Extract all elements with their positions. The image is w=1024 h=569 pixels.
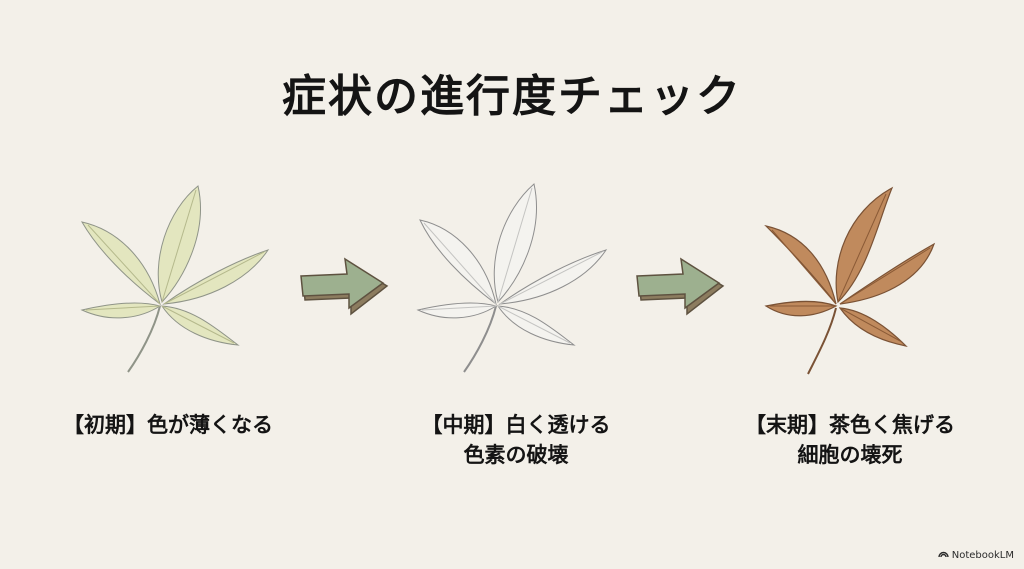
stage-late-sublabel: 細胞の壊死 (797, 443, 903, 467)
stage-early-label: 【初期】色が薄くなる (63, 413, 273, 437)
stage-early-caption: 【初期】色が薄くなる (8, 410, 328, 440)
brand-watermark: NotebookLM (938, 549, 1014, 561)
leaf-middle-stage-illustration (410, 180, 630, 380)
stage-late-label: 【末期】茶色く焦げる (745, 413, 955, 437)
arrow-right-icon (297, 256, 392, 318)
page-title: 症状の進行度チェック (282, 71, 742, 122)
arrow-right-icon (633, 256, 728, 318)
leaf-early-stage-illustration (68, 180, 288, 380)
stage-middle-label: 【中期】白く透ける (421, 413, 611, 437)
notebooklm-logo-icon (938, 549, 949, 561)
stage-late-caption: 【末期】茶色く焦げる 細胞の壊死 (690, 410, 1010, 470)
leaf-late-stage-illustration (752, 182, 972, 382)
stage-middle-caption: 【中期】白く透ける 色素の破壊 (356, 410, 676, 470)
brand-label: NotebookLM (951, 549, 1014, 561)
stage-middle-sublabel: 色素の破壊 (463, 443, 569, 467)
